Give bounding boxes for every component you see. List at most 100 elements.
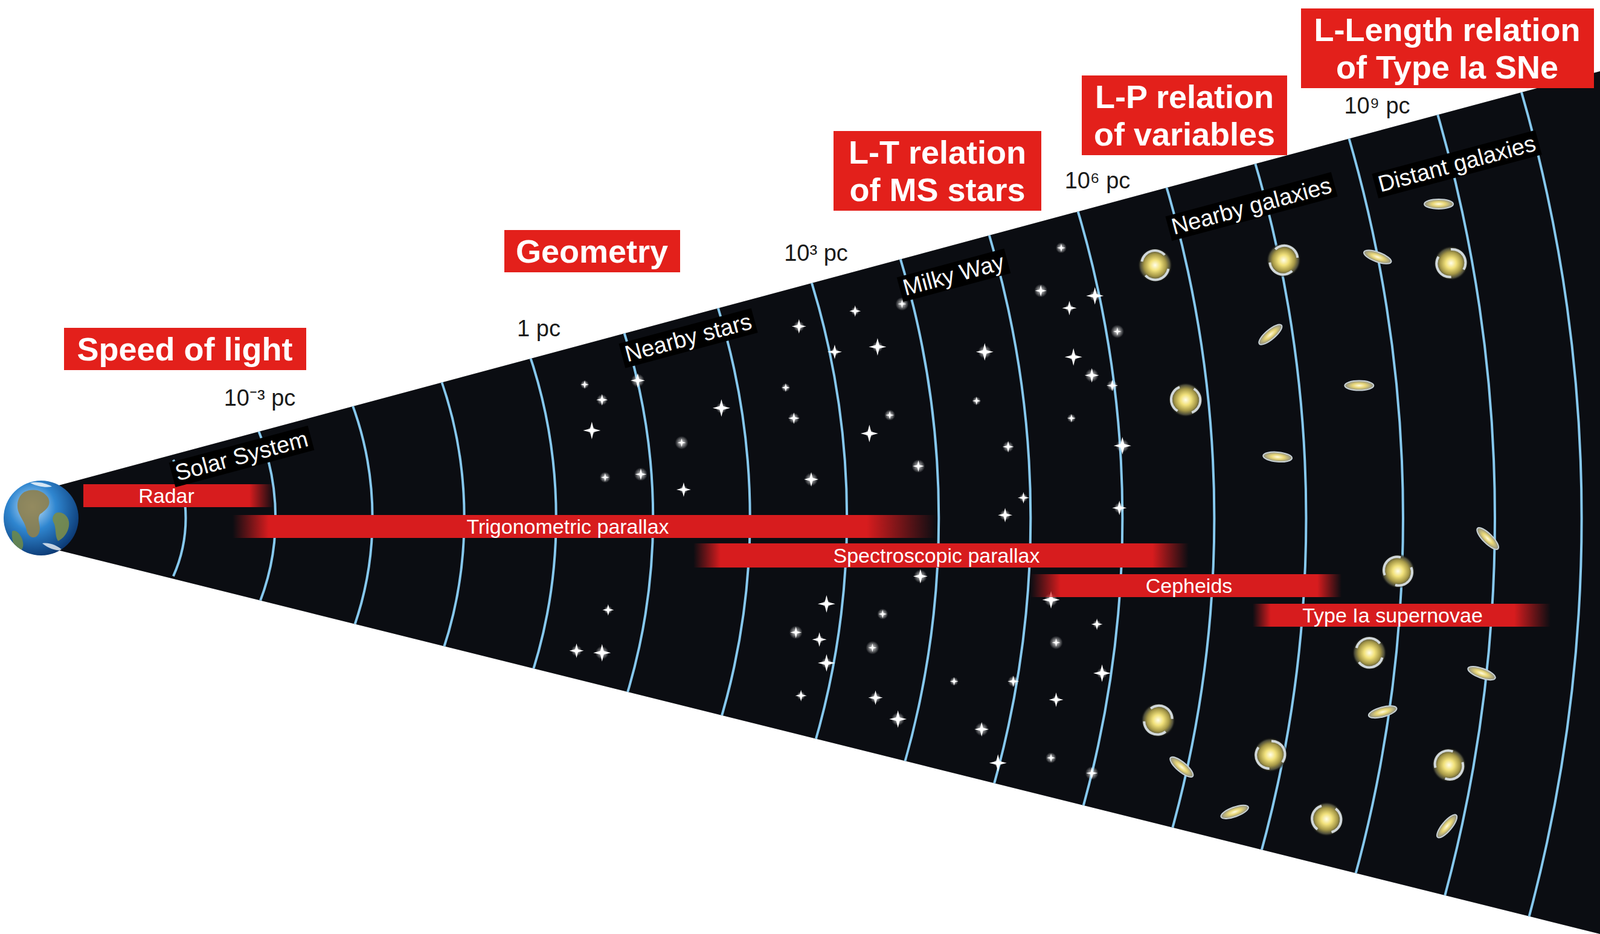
star	[676, 482, 691, 498]
star	[865, 641, 879, 655]
star	[889, 710, 907, 729]
method-principle-box: Speed of light	[64, 327, 307, 371]
region-label: Solar System	[169, 425, 315, 488]
star	[1034, 283, 1048, 298]
star	[972, 396, 981, 406]
distance-scale: 10³ pc	[783, 240, 849, 267]
method-range-bar: Cepheids	[1030, 574, 1342, 598]
star	[1084, 368, 1100, 383]
star	[1045, 752, 1057, 764]
star	[1064, 348, 1083, 367]
distance-arc	[1368, 0, 1495, 934]
star	[1055, 242, 1067, 254]
distance-arc	[1028, 77, 1123, 934]
star	[974, 722, 989, 737]
star	[877, 608, 888, 620]
star	[803, 472, 819, 487]
star	[1085, 286, 1104, 305]
method-principle-box: L-T relation of MS stars	[833, 131, 1042, 211]
star	[1111, 500, 1127, 516]
galaxies	[1133, 199, 1502, 843]
star	[989, 754, 1007, 772]
method-principle-box: L-P relation of variables	[1081, 75, 1288, 156]
node-text: Cepheids	[1060, 574, 1318, 598]
spiral-galaxy	[1350, 634, 1389, 673]
star	[1093, 665, 1111, 683]
distance-scale: 10⁹ pc	[1343, 93, 1410, 119]
spiral-galaxy	[1374, 547, 1423, 596]
node-text: Speed of light	[70, 330, 301, 368]
star	[630, 373, 646, 388]
star	[1106, 379, 1119, 392]
star	[1049, 692, 1064, 708]
star	[569, 643, 585, 659]
star	[599, 472, 611, 484]
node-text: L-P relation of variables	[1087, 77, 1282, 153]
star	[913, 569, 928, 585]
star	[868, 690, 884, 706]
star	[817, 654, 836, 673]
method-range-bar: Spectroscopic parallax	[693, 543, 1189, 568]
distance-arc	[1284, 0, 1404, 934]
star	[1085, 767, 1099, 781]
node-text: L-T relation of MS stars	[839, 133, 1036, 209]
star	[1062, 300, 1077, 316]
edge-on-galaxy	[1424, 199, 1454, 209]
node-text: Type Ia supernovae	[1270, 604, 1515, 627]
star	[675, 436, 689, 450]
edge-on-galaxy	[1466, 663, 1498, 683]
star	[593, 644, 611, 662]
star	[997, 507, 1013, 523]
star	[849, 305, 861, 318]
star	[791, 319, 807, 335]
region-label: Nearby stars	[619, 308, 759, 368]
star	[812, 632, 827, 647]
star	[781, 383, 791, 392]
node-text: L-Length relation of Type Ia SNe	[1307, 10, 1588, 86]
star	[1007, 675, 1019, 688]
star	[1017, 492, 1030, 504]
star	[580, 380, 589, 389]
distance-scale: 10⁶ pc	[1064, 168, 1131, 194]
stars	[569, 242, 1132, 781]
edge-on-galaxy	[1344, 381, 1374, 391]
star	[1091, 618, 1103, 630]
distance-scale: 10⁻³ pc	[224, 385, 296, 412]
spiral-galaxy	[1302, 796, 1350, 844]
star	[1067, 414, 1076, 423]
star	[596, 394, 608, 406]
method-principle-box: Geometry	[504, 230, 681, 273]
node-text: Geometry	[510, 232, 675, 270]
spiral-galaxy	[1137, 247, 1173, 283]
edge-on-galaxy	[1167, 754, 1196, 781]
star	[795, 690, 807, 702]
star	[1002, 440, 1015, 453]
star	[788, 412, 800, 425]
distance-arc	[944, 115, 1031, 922]
star	[911, 459, 925, 473]
edge-on-galaxy	[1433, 812, 1460, 841]
method-range-bar: Radar	[83, 484, 274, 508]
earth-globe	[3, 480, 79, 556]
star	[884, 410, 896, 421]
node-text: Spectroscopic parallax	[720, 543, 1153, 568]
spiral-galaxy	[1425, 741, 1473, 789]
edge-on-galaxy	[1256, 321, 1285, 348]
star	[602, 604, 614, 617]
region-label: Milky Way	[896, 248, 1011, 303]
spiral-galaxy	[1429, 241, 1473, 286]
star	[976, 343, 994, 361]
distance-arcs	[173, 0, 1582, 934]
spiral-galaxy	[1133, 695, 1184, 746]
star	[1049, 636, 1064, 650]
method-range-bar: Type Ia supernovae	[1252, 604, 1551, 627]
star	[712, 399, 731, 417]
edge-on-galaxy	[1262, 451, 1293, 464]
star	[582, 421, 601, 440]
star	[1110, 324, 1125, 339]
edge-on-galaxy	[1219, 802, 1251, 822]
edge-on-galaxy	[1367, 703, 1399, 721]
region-label: Nearby galaxies	[1165, 172, 1338, 241]
edge-on-galaxy	[1362, 247, 1393, 267]
